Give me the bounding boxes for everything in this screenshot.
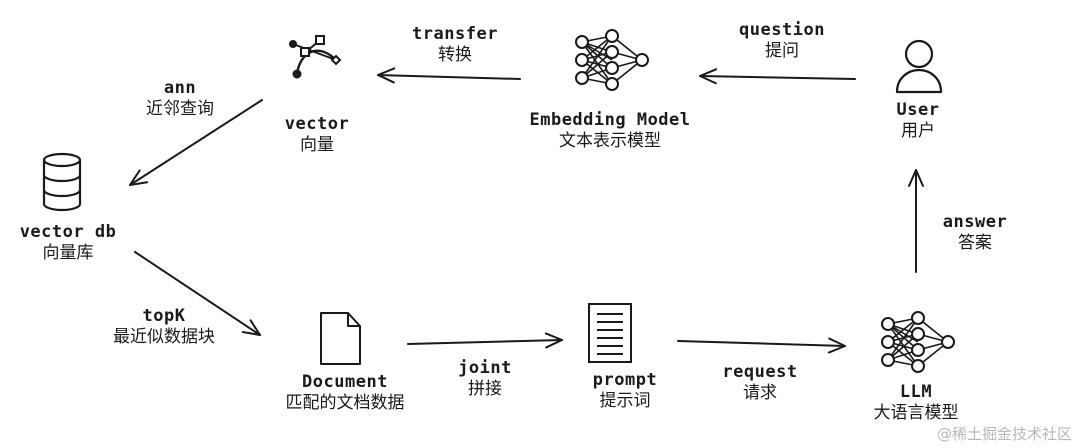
node-embedding-model-zh: 文本表示模型 bbox=[559, 131, 661, 152]
edge-ann: ann 近邻查询 bbox=[125, 78, 235, 121]
node-document-zh: 匹配的文档数据 bbox=[285, 393, 405, 414]
edge-transfer: transfer 转换 bbox=[395, 24, 515, 67]
arrow-answer bbox=[908, 169, 924, 273]
edge-answer: answer 答案 bbox=[920, 212, 1030, 255]
edge-ann-en: ann bbox=[163, 78, 197, 98]
node-embedding-model: Embedding Model 文本表示模型 bbox=[505, 110, 715, 153]
document-icon bbox=[320, 312, 361, 365]
node-llm-zh: 大语言模型 bbox=[873, 403, 959, 424]
node-prompt-en: prompt bbox=[592, 370, 658, 390]
node-user-en: User bbox=[896, 100, 940, 120]
node-user: User 用户 bbox=[868, 100, 968, 143]
node-vector-zh: 向量 bbox=[300, 135, 334, 156]
edge-topk-zh: 最近似数据块 bbox=[113, 327, 215, 348]
node-prompt-zh: 提示词 bbox=[599, 391, 651, 412]
node-embedding-model-en: Embedding Model bbox=[529, 110, 691, 130]
edge-topk: topK 最近似数据块 bbox=[94, 306, 234, 349]
watermark: @稀土掘金技术社区 bbox=[936, 425, 1072, 443]
edge-request-zh: 请求 bbox=[743, 383, 777, 404]
bezier-curve-icon bbox=[289, 35, 342, 79]
edge-answer-zh: 答案 bbox=[958, 233, 992, 254]
edge-transfer-zh: 转换 bbox=[438, 45, 472, 66]
edge-topk-en: topK bbox=[142, 306, 186, 326]
arrow-joint bbox=[407, 332, 564, 349]
edge-joint-en: joint bbox=[458, 358, 512, 378]
edge-question-zh: 提问 bbox=[765, 41, 799, 62]
node-prompt: prompt 提示词 bbox=[570, 370, 680, 413]
node-user-zh: 用户 bbox=[901, 121, 935, 142]
edge-request-en: request bbox=[722, 362, 798, 382]
database-icon bbox=[42, 152, 82, 212]
edge-joint: joint 拼接 bbox=[430, 358, 540, 401]
node-llm: LLM 大语言模型 bbox=[856, 382, 976, 425]
user-icon bbox=[895, 39, 943, 94]
node-vector-db-zh: 向量库 bbox=[42, 243, 94, 264]
node-vector-db: vector db 向量库 bbox=[0, 222, 136, 265]
edge-question: question 提问 bbox=[722, 20, 842, 63]
arrow-transfer bbox=[376, 67, 521, 84]
neural-network-icon bbox=[881, 311, 955, 373]
edge-question-en: question bbox=[739, 20, 825, 40]
arrow-question bbox=[698, 68, 856, 85]
arrow-ann bbox=[125, 99, 263, 192]
node-vector-db-en: vector db bbox=[19, 222, 117, 242]
node-vector: vector 向量 bbox=[262, 114, 372, 157]
node-document: Document 匹配的文档数据 bbox=[270, 372, 420, 415]
arrow-request bbox=[677, 337, 847, 354]
node-llm-en: LLM bbox=[899, 382, 933, 402]
edge-request: request 请求 bbox=[700, 362, 820, 405]
edge-transfer-en: transfer bbox=[412, 24, 498, 44]
edge-answer-en: answer bbox=[942, 212, 1008, 232]
node-document-en: Document bbox=[302, 372, 388, 392]
edge-joint-zh: 拼接 bbox=[468, 379, 502, 400]
edge-ann-zh: 近邻查询 bbox=[146, 99, 214, 120]
neural-network-icon bbox=[575, 29, 649, 91]
arrow-topk bbox=[134, 251, 265, 342]
prompt-list-icon bbox=[588, 303, 632, 363]
node-vector-en: vector bbox=[284, 114, 350, 134]
